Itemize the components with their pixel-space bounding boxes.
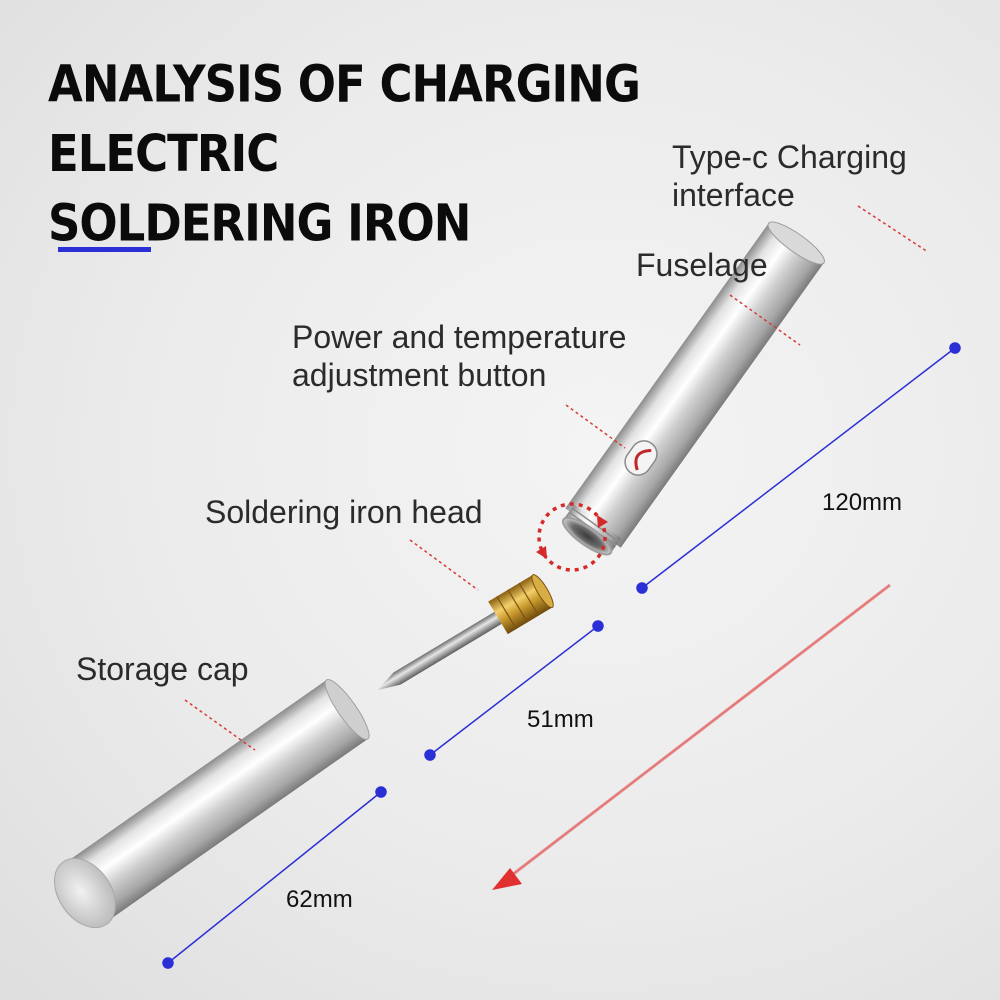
leader-button xyxy=(565,404,626,449)
type-c-label-line-2: interface xyxy=(672,177,795,213)
dimension-line-cap xyxy=(167,791,382,964)
dimension-line-head xyxy=(429,625,599,756)
storage-cap xyxy=(54,679,370,929)
title-line-3: SOLDERING IRON xyxy=(48,193,471,253)
page-title: ANALYSIS OF CHARGING ELECTRIC SOLDERING … xyxy=(48,50,641,258)
button-label: Power and temperature adjustment button xyxy=(292,318,626,394)
fuselage-label: Fuselage xyxy=(636,247,768,283)
circular-arrow-icon xyxy=(536,502,608,572)
leader-cap xyxy=(184,699,256,751)
button-label-line-1: Power and temperature xyxy=(292,319,627,355)
type-c-label-line-1: Type-c Charging xyxy=(672,139,907,175)
head-length-label: 51mm xyxy=(527,706,594,733)
arrow-down-left-icon xyxy=(492,583,891,890)
button-label-line-2: adjustment button xyxy=(292,357,547,393)
title-line-2: ELECTRIC xyxy=(48,123,279,184)
dimension-lines xyxy=(162,342,961,969)
power-button xyxy=(624,440,658,476)
title-line-1: ANALYSIS OF CHARGING xyxy=(48,54,641,114)
leader-type-c xyxy=(857,205,929,253)
soldering-iron-head xyxy=(378,574,554,690)
title-accent-bar xyxy=(58,247,151,252)
head-label: Soldering iron head xyxy=(205,494,483,530)
leader-head xyxy=(409,539,479,591)
leader-fuselage xyxy=(729,294,801,346)
type-c-label: Type-c Charging interface xyxy=(672,138,907,214)
cap-length-label: 62mm xyxy=(286,886,353,913)
cap-label: Storage cap xyxy=(76,651,249,687)
dimension-line-fuselage xyxy=(641,347,956,589)
fuselage-length-label: 120mm xyxy=(822,489,903,516)
leader-lines xyxy=(184,205,929,751)
